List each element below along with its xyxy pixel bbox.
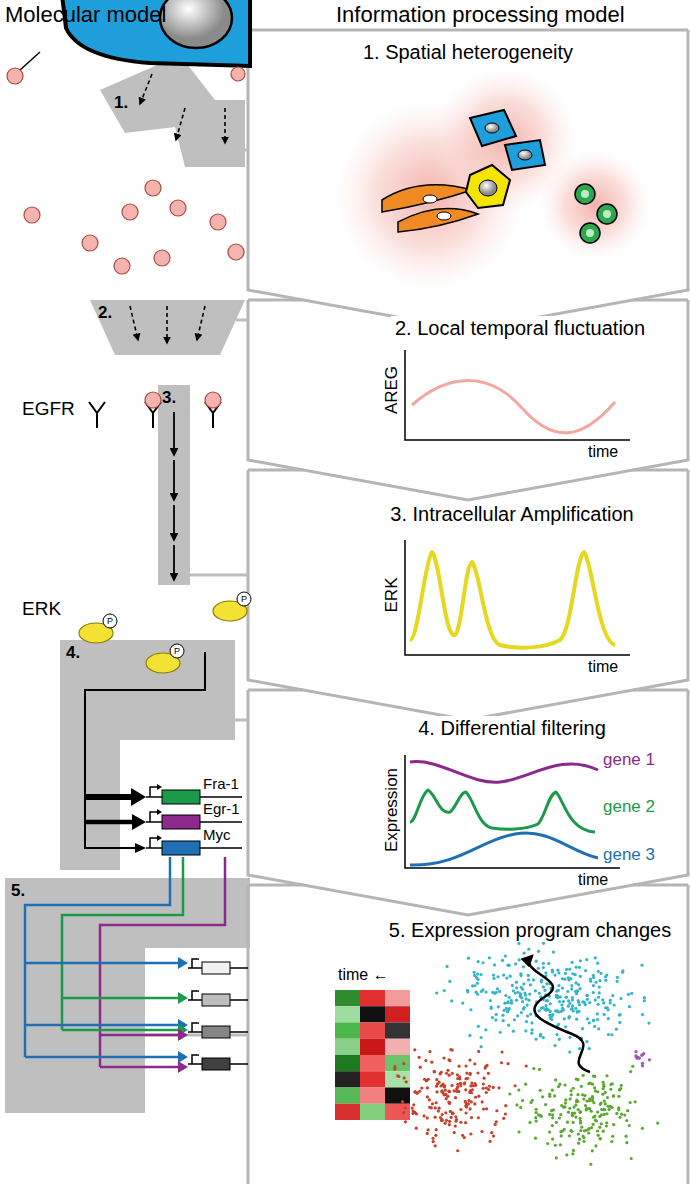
- node-outline: [90, 300, 245, 355]
- connector-line: [190, 574, 248, 577]
- program-wiring: [25, 857, 225, 1067]
- axis-label: time ←: [338, 966, 389, 984]
- callout-number: 2.: [98, 303, 112, 323]
- series-label: gene 1: [603, 750, 655, 770]
- series-label: gene 3: [603, 845, 655, 865]
- molecule-label: EGFR: [22, 398, 75, 420]
- trajectory-arrow: [529, 956, 590, 1072]
- expression-chart: [405, 755, 620, 868]
- gene-label: Myc: [203, 826, 231, 843]
- series-label: gene 2: [603, 797, 655, 817]
- connector-line: [145, 1034, 248, 1037]
- phospho-mark: P: [237, 592, 252, 607]
- areg-chart: [405, 350, 630, 440]
- process-panel: 3. Intracellular Amplification: [248, 470, 688, 720]
- node-outline: [158, 385, 190, 585]
- grey-module-shape: 5.: [5, 878, 250, 1113]
- process-panel: 2. Local temporal fluctuation: [248, 300, 688, 500]
- phospho-mark: P: [103, 614, 118, 629]
- panel-title: 5. Expression program changes: [385, 918, 675, 942]
- panel-title: 4. Differential filtering: [414, 716, 610, 740]
- column-heading: Molecular model: [5, 2, 166, 27]
- panel-title: 3. Intracellular Amplification: [386, 502, 637, 526]
- erk-molecules: [79, 601, 247, 673]
- spatial-heterogeneity-picture: [335, 68, 650, 290]
- cascade-arrows: [173, 412, 175, 580]
- molecule-label: ERK: [22, 598, 61, 620]
- callout-number: 3.: [162, 388, 176, 408]
- callout-number: 4.: [66, 643, 80, 663]
- axis-label: ERK: [382, 578, 402, 613]
- node-outline: [248, 30, 688, 330]
- axis-label: Expression: [382, 768, 402, 852]
- axis-label: AREG: [382, 366, 402, 414]
- ligands: [24, 180, 244, 274]
- scatter-clusters: [393, 936, 659, 1166]
- axis-label: time: [588, 658, 618, 676]
- grey-module-shape: 1.: [100, 55, 245, 167]
- grey-module-shape: 2.: [90, 300, 245, 355]
- panel-title: 1. Spatial heterogeneity: [359, 40, 577, 64]
- gene-label: Fra-1: [203, 775, 239, 792]
- receptors: [89, 402, 221, 428]
- column-heading: Information processing model: [336, 2, 625, 27]
- grey-module-shape: 3.: [158, 385, 190, 585]
- process-panel: 5. Expression program changes: [248, 885, 688, 1184]
- callout-number: 1.: [114, 93, 128, 113]
- panel-title: 2. Local temporal fluctuation: [391, 316, 649, 340]
- node-outline: [5, 878, 250, 1113]
- axis-label: time: [588, 443, 618, 461]
- gene-label: Egr-1: [203, 800, 240, 817]
- dashed-arrows: [130, 74, 225, 343]
- connector-line: [236, 319, 248, 322]
- callout-number: 5.: [11, 881, 25, 901]
- erk-chart: [405, 540, 630, 655]
- heatmap: [335, 990, 410, 1120]
- axis-label: time: [578, 871, 608, 889]
- program-genes: [178, 957, 248, 1073]
- phospho-mark: P: [170, 644, 185, 659]
- gene-wiring: [84, 652, 242, 855]
- connector-line: [235, 719, 248, 722]
- process-panel: 1. Spatial heterogeneity: [248, 30, 688, 330]
